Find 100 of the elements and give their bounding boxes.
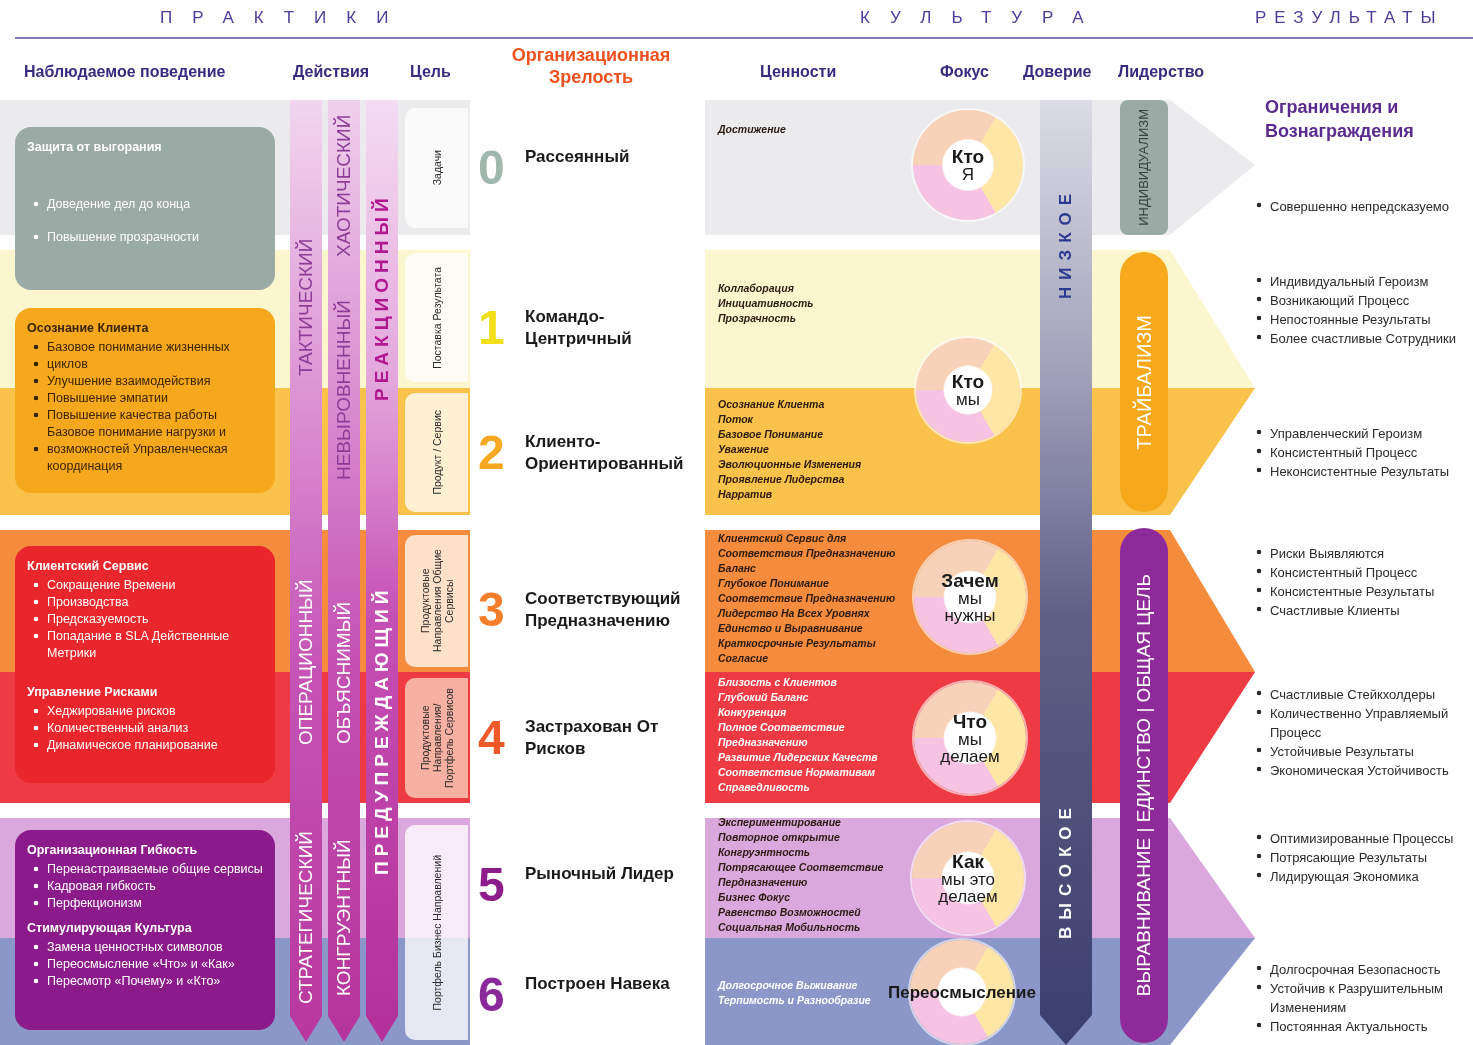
value-text: Справедливость [718, 780, 810, 795]
level-number: 3 [478, 583, 505, 637]
section-title: ПРАКТИКИ [160, 8, 410, 28]
value-text: Экспериментирование [718, 815, 841, 830]
value-text: Развитие Лидерских Качеств [718, 750, 878, 765]
goal-text: Продуктовые Направления Общие Сервисы [418, 548, 455, 655]
pill-text: ИНДИВИДУАЛИЗМ [1135, 109, 1152, 226]
focus-text: мы нужны [943, 589, 997, 624]
behavior-card [15, 308, 275, 493]
level-number: 2 [478, 426, 505, 480]
down-arrow-band [328, 100, 360, 1042]
column-header: Наблюдаемое поведение [24, 63, 226, 81]
level-number: 1 [478, 301, 505, 355]
value-text: Глубокий Баланс [718, 690, 809, 705]
value-text: Коллаборация [718, 281, 794, 296]
goal-box [405, 253, 468, 382]
behavior-card [15, 127, 275, 290]
card-heading: Организационная Гибкость [27, 842, 199, 859]
goal-box [405, 678, 468, 798]
value-text: Терпимость и Разнообразие [718, 993, 871, 1008]
column-header: Ценности [760, 63, 837, 81]
focus-text: Кто [951, 147, 985, 166]
band-text: ОПЕРАЦИОННЫЙ [294, 578, 317, 748]
column-header: Действия [293, 63, 370, 81]
value-text: Полное Соответствие [718, 720, 845, 735]
value-text: Социальная Мобильность [718, 920, 861, 935]
band-text: КОНГРУЭНТНЫЙ [332, 838, 355, 998]
value-text: Клиентский Сервис для [718, 531, 847, 546]
column-header: Фокус [940, 63, 989, 81]
goal-text: Продукт / Сервис [430, 410, 443, 495]
goal-box [405, 825, 468, 1040]
value-text: Конгруэнтность [718, 845, 811, 860]
section-title: КУЛЬТУРА [860, 8, 1105, 28]
band-text: НЕВЫРОВНЕННЫЙ [332, 299, 355, 482]
leadership-pill [1120, 528, 1168, 1043]
goal-box [405, 393, 468, 512]
value-text: Инициативность [718, 296, 814, 311]
leadership-pill [1120, 100, 1168, 235]
value-text: Бизнес Фокус [718, 890, 790, 905]
behavior-card [15, 830, 275, 1030]
focus-text: мы [955, 391, 981, 408]
down-arrow-band [366, 100, 398, 1042]
level-number: 5 [478, 858, 505, 912]
value-text: Повторное открытие [718, 830, 840, 845]
card-heading: Управление Рисками [27, 684, 159, 701]
value-text: Эволюционные Изменения [718, 457, 862, 472]
level-name: Соответствующий Предназначению [525, 588, 682, 632]
focus-text: Как [952, 851, 984, 871]
level-name: Построен Навека [525, 973, 671, 995]
value-text: Проявление Лидерства [718, 472, 845, 487]
value-text: Прозрачность [718, 311, 796, 326]
down-arrow-band [290, 100, 322, 1042]
focus-text: Что [953, 711, 987, 731]
value-text: Равенство Возможностей [718, 905, 861, 920]
value-text: Согласие [718, 651, 769, 666]
column-header: Лидерство [1118, 63, 1205, 81]
focus-text: мы это делаем [937, 870, 999, 905]
value-text: Уважение [718, 442, 769, 457]
behavior-card [15, 546, 275, 783]
pill-text: ВЫРАВНИВАНИЕ | ЕДИНСТВО | ОБЩАЯ ЦЕЛЬ [1133, 574, 1155, 997]
value-text: Близость с Клиентов [718, 675, 837, 690]
level-number: 4 [478, 711, 505, 765]
value-text: Пердназначению [718, 875, 808, 890]
value-text: Лидерство На Всех Уровнях [718, 606, 870, 621]
value-text: Потрясающее Соответствие [718, 860, 884, 875]
level-number: 0 [478, 141, 505, 195]
value-text: Поток [718, 412, 753, 427]
leadership-pill [1120, 252, 1168, 512]
band-text: ХАОТИЧЕСКИЙ [332, 113, 355, 260]
level-name: Рыночный Лидер [525, 863, 675, 885]
trust-level-text: НИЗКОЕ [1055, 185, 1076, 301]
card-heading: Стимулирующая Культура [27, 920, 193, 937]
band-text: ТАКТИЧЕСКИЙ [294, 237, 317, 378]
focus-text: Кто [951, 372, 985, 391]
value-text: Базовое Понимание [718, 427, 824, 442]
column-header: Ограничения и Вознаграждения [1265, 96, 1415, 143]
level-number: 6 [478, 968, 505, 1022]
value-text: Единство и Выравнивание [718, 621, 863, 636]
band-text: ПРЕДУПРЕЖДАЮЩИЙ [370, 584, 393, 877]
column-header: Цель [410, 63, 451, 81]
level-name: Командо-Центричный [525, 306, 633, 350]
band-text: СТРАТЕГИЧЕСКИЙ [294, 830, 317, 1006]
card-heading: Осознание Клиента [27, 320, 150, 337]
card-heading: Защита от выгорания [27, 139, 163, 156]
band-text: РЕАКЦИОННЫЙ [370, 192, 393, 404]
value-text: Краткосрочные Результаты [718, 636, 876, 651]
value-text: Долгосрочное Выживание [718, 978, 858, 993]
value-text: Нарратив [718, 487, 773, 502]
goal-box [405, 535, 468, 667]
focus-text: мы делаем [939, 730, 1001, 765]
goal-text: Поставка Результата [430, 266, 443, 369]
value-text: Достижение [718, 122, 786, 137]
focus-text: Зачем [941, 570, 999, 590]
level-name: Рассеянный [525, 146, 631, 168]
band-text: ОБЪЯСНИМЫЙ [332, 600, 355, 746]
level-name: Застрахован От Рисков [525, 716, 660, 760]
trust-level-text: ВЫСОКОЕ [1055, 800, 1076, 941]
goal-text: Продуктовые Направления/ Портфель Сервисов [418, 687, 455, 790]
focus-text: Переосмысление [888, 983, 1036, 1001]
section-title: РЕЗУЛЬТАТЫ [1255, 8, 1445, 28]
